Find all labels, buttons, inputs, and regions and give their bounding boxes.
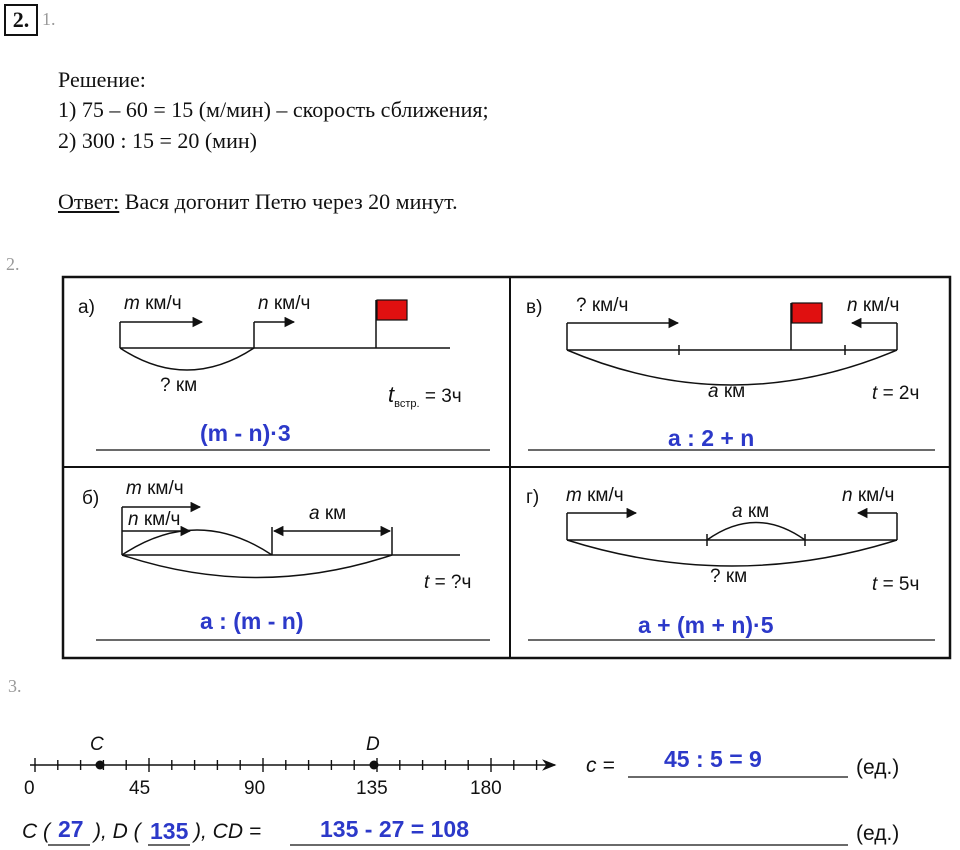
part-2-number: 2. xyxy=(6,254,20,274)
panel-v-speed-1: ? км/ч xyxy=(576,295,629,316)
panel-g-speed-1: m км/ч xyxy=(566,485,624,506)
bottom-c-value: 27 xyxy=(58,816,84,842)
bottom-d-value: 135 xyxy=(150,818,189,844)
cd-unit: (ед.) xyxy=(856,822,900,845)
panel-a-speed-1: m км/ч xyxy=(124,293,182,314)
panel-a-label: а) xyxy=(78,297,95,318)
solution-heading: Решение: xyxy=(58,67,146,92)
tick-label-0: 0 xyxy=(24,778,35,799)
panel-g-inner-distance: a км xyxy=(732,501,770,522)
panel-v-diagram xyxy=(528,302,935,451)
panel-b-label: б) xyxy=(82,488,100,509)
flag-icon xyxy=(376,299,408,321)
panel-a-distance: ? км xyxy=(160,375,198,396)
panel-v-distance: a км xyxy=(708,381,746,402)
solution-step-2: 2) 300 : 15 = 20 (мин) xyxy=(58,128,257,153)
panel-a-diagram xyxy=(96,299,490,451)
panel-v-time: t = 2ч xyxy=(872,383,920,404)
panel-g-diagram xyxy=(528,507,935,641)
point-c-label: C xyxy=(90,734,104,755)
panel-b-diagram xyxy=(96,501,490,641)
tick-label-135: 135 xyxy=(356,778,388,799)
panel-a-time: tвстр. = 3ч xyxy=(388,382,462,410)
panel-g-speed-2: n км/ч xyxy=(842,485,895,506)
panel-g-time: t = 5ч xyxy=(872,574,920,595)
c-answer: 45 : 5 = 9 xyxy=(664,746,762,772)
part-1-number: 1. xyxy=(42,9,56,29)
panel-g-distance: ? км xyxy=(710,566,748,587)
panel-b-speed-2: n км/ч xyxy=(128,509,181,530)
answer-text: Вася догонит Петю через 20 минут. xyxy=(119,189,458,214)
tick-label-180: 180 xyxy=(470,778,502,799)
point-d-label: D xyxy=(366,734,380,755)
cd-answer: 135 - 27 = 108 xyxy=(320,816,469,842)
tick-label-45: 45 xyxy=(129,778,151,799)
part-3-number: 3. xyxy=(8,676,22,696)
panel-g-label: г) xyxy=(526,487,540,508)
bottom-c-label: C ( xyxy=(22,820,50,843)
solution-step-1: 1) 75 – 60 = 15 (м/мин) – скорость сближ… xyxy=(58,97,489,122)
panel-v-speed-2: n км/ч xyxy=(847,295,900,316)
bottom-cd-label: ), CD = xyxy=(194,820,262,843)
flag-icon xyxy=(791,302,823,324)
panel-b-time: t = ?ч xyxy=(424,572,472,593)
panel-b-speed-1: m км/ч xyxy=(126,478,184,499)
panel-a-speed-2: n км/ч xyxy=(258,293,311,314)
task-number-badge: 2. xyxy=(4,4,38,36)
panel-b-distance: a км xyxy=(309,503,347,524)
answer-label: Ответ: xyxy=(58,189,120,214)
c-equation-label: c = xyxy=(586,754,615,777)
tick-label-90: 90 xyxy=(244,778,266,799)
panel-a-answer: (m - n)·3 xyxy=(200,420,291,446)
panel-b-answer: a : (m - n) xyxy=(200,608,304,634)
panel-g-answer: a + (m + n)·5 xyxy=(638,612,774,638)
panel-v-label: в) xyxy=(526,297,543,318)
c-unit: (ед.) xyxy=(856,756,900,779)
bottom-d-label: ), D ( xyxy=(94,820,141,843)
answer-line: Ответ: Вася догонит Петю через 20 минут. xyxy=(58,188,458,216)
panel-v-answer: a : 2 + n xyxy=(668,425,755,451)
